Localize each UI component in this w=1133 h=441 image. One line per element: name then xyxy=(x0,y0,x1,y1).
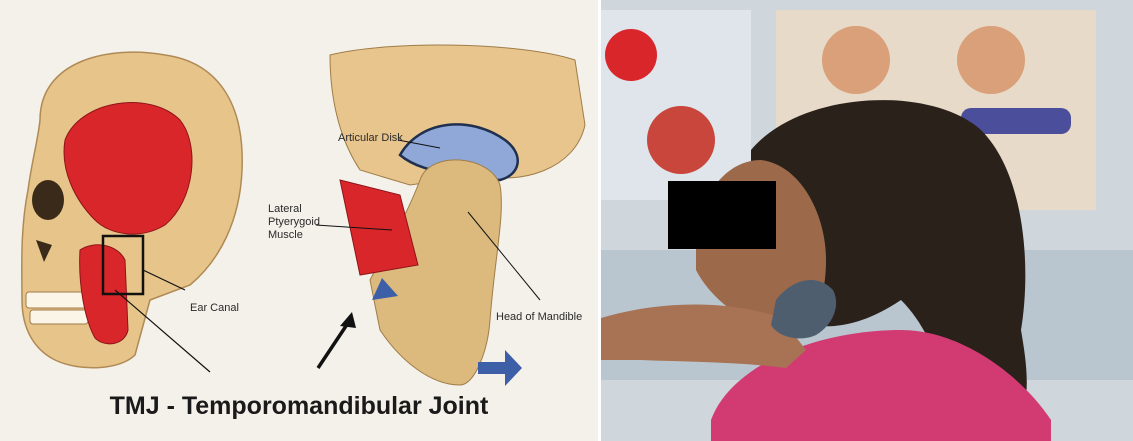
face-redaction-box xyxy=(668,181,776,249)
figure-caption: TMJ - Temporomandibular Joint xyxy=(0,392,598,421)
lateral-pterygoid-label: Lateral Ptyerygoid Muscle xyxy=(268,203,320,242)
skull-illustration xyxy=(22,52,242,372)
tmj-illustration-panel: Articular Disk Lateral Ptyerygoid Muscle… xyxy=(0,0,598,441)
ear-canal-label: Ear Canal xyxy=(190,302,239,315)
articular-disk-label: Articular Disk xyxy=(338,132,403,145)
patient-photo xyxy=(601,0,1133,441)
tmj-detail-illustration xyxy=(316,45,585,386)
head-of-mandible-label: Head of Mandible xyxy=(496,311,582,324)
patient-photo-panel xyxy=(601,0,1133,441)
